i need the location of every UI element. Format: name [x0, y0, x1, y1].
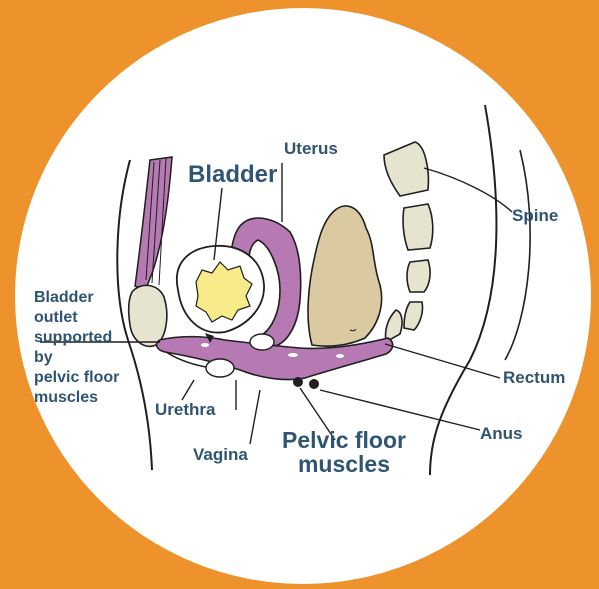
label-pelvic-floor-muscles: Pelvic floor muscles [282, 428, 406, 476]
label-bladder: Bladder [188, 162, 277, 189]
label-anus: Anus [480, 424, 523, 443]
label-uterus: Uterus [284, 139, 338, 158]
label-urethra: Urethra [155, 400, 215, 419]
label-bladder-outlet: Bladder outlet supported by pelvic floor… [34, 288, 119, 408]
label-rectum: Rectum [503, 368, 565, 387]
vagina-opening [250, 334, 274, 350]
label-spine: Spine [512, 206, 558, 225]
pubic-bone [129, 285, 167, 346]
urethra-opening [206, 359, 234, 377]
label-vagina: Vagina [193, 445, 248, 464]
